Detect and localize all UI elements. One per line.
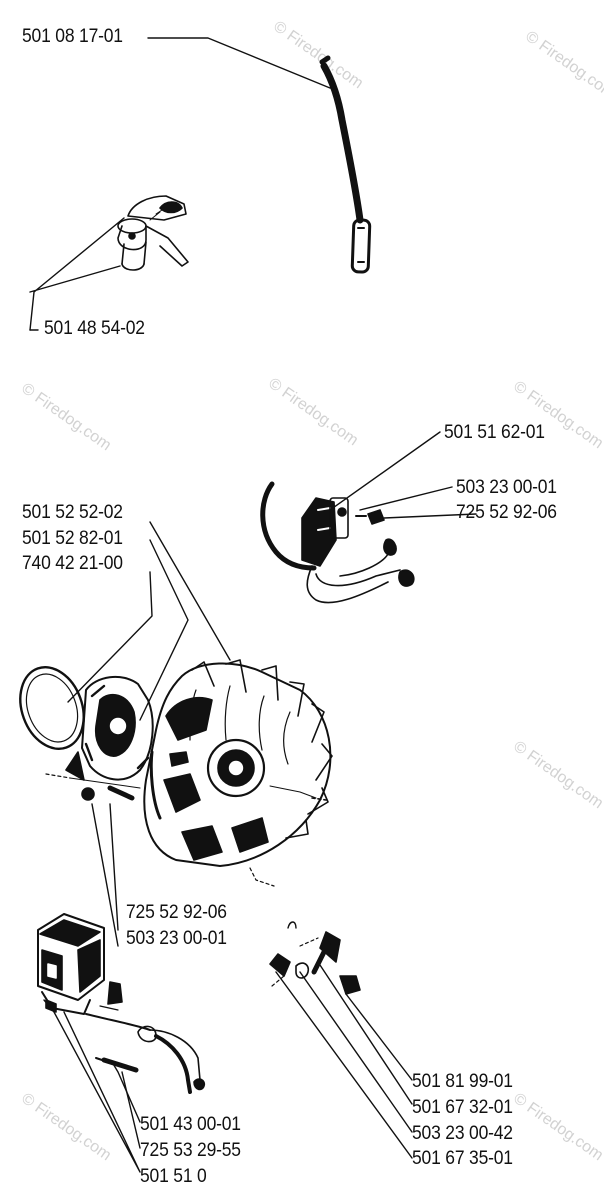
- part-number-label: 725 52 92-06: [456, 502, 557, 523]
- leader-line: [329, 431, 441, 511]
- part-number-label: 501 81 99-01: [412, 1071, 513, 1092]
- part-number-label: 503 23 00-42: [412, 1123, 513, 1144]
- part-number-label: 501 48 54-02: [44, 318, 145, 339]
- leader-line: [275, 971, 413, 1159]
- leader-line: [109, 803, 119, 931]
- part-number-label: 501 52 52-02: [22, 502, 123, 523]
- part-number-label: 501 43 00-01: [140, 1114, 241, 1135]
- washer-ring: [19, 666, 85, 750]
- terminal-part: [117, 195, 189, 271]
- part-number-label: 501 51 62-01: [444, 422, 545, 443]
- leader-line: [139, 539, 189, 721]
- part-number-label: 501 67 32-01: [412, 1097, 513, 1118]
- leader-line: [149, 521, 231, 661]
- part-number-label: 725 52 92-06: [126, 902, 227, 923]
- leader-line: [43, 999, 141, 1173]
- control-unit: [37, 913, 206, 1094]
- leader-line: [147, 37, 331, 89]
- part-number-label: 740 42 21-00: [22, 553, 123, 574]
- leader-line: [67, 571, 153, 703]
- flywheel: [143, 659, 333, 867]
- pawl-parts: [249, 867, 361, 995]
- part-number-label: 503 23 00-01: [456, 477, 557, 498]
- leader-line: [29, 217, 125, 331]
- leader-line: [121, 1071, 141, 1149]
- part-number-label: 501 08 17-01: [22, 26, 123, 47]
- part-number-label: 501 52 82-01: [22, 528, 123, 549]
- leader-line: [317, 961, 413, 1105]
- nut-screw: [45, 773, 141, 801]
- leader-line: [383, 513, 477, 519]
- part-number-label: 501 51 0: [140, 1166, 207, 1187]
- leader-line: [359, 486, 453, 511]
- part-number-label: 501 67 35-01: [412, 1148, 513, 1169]
- starter-plate: [65, 675, 154, 781]
- leader-line: [345, 993, 413, 1081]
- ignition-module: [260, 481, 415, 604]
- ignition-lead: [319, 55, 372, 274]
- leader-line: [91, 803, 119, 947]
- leader-line: [111, 1061, 141, 1123]
- part-number-label: 503 23 00-01: [126, 928, 227, 949]
- leader-line: [299, 971, 413, 1133]
- part-number-label: 725 53 29-55: [140, 1140, 241, 1161]
